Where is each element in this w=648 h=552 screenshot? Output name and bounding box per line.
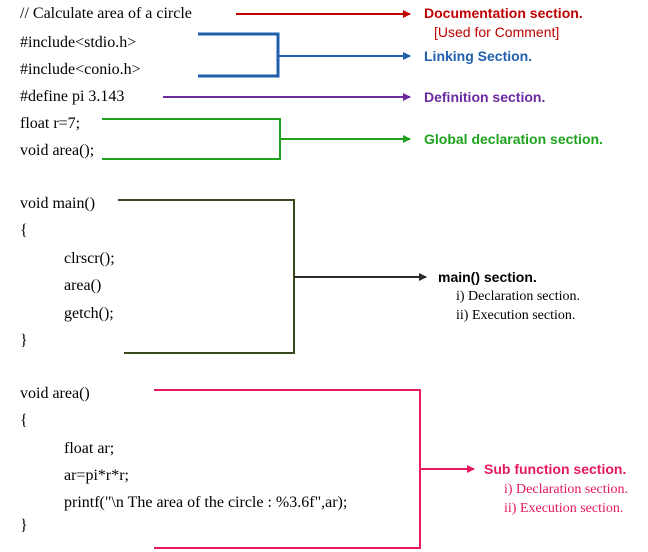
label-subfunction-declaration: i) Declaration section.: [504, 482, 629, 497]
code-main-area-call: area(): [64, 277, 102, 294]
label-documentation: Documentation section.: [424, 5, 583, 21]
code-area-printf: printf("\n The area of the circle : %3.6…: [64, 494, 348, 511]
code-main-close-brace: }: [20, 332, 28, 349]
label-documentation-note: [Used for Comment]: [434, 24, 560, 40]
code-main-open-brace: {: [20, 222, 28, 239]
code-area-signature: void area(): [20, 385, 90, 402]
code-global-var: float r=7;: [20, 115, 81, 132]
code-include-stdio: #include<stdio.h>: [20, 34, 137, 51]
label-main-declaration: i) Declaration section.: [456, 289, 581, 304]
label-definition: Definition section.: [424, 89, 546, 105]
code-area-declare: float ar;: [64, 440, 115, 457]
global-bracket: [102, 118, 411, 160]
linking-bracket: [198, 32, 411, 78]
label-subfunction: Sub function section.: [484, 461, 627, 477]
label-subfunction-execution: ii) Execution section.: [504, 501, 624, 516]
label-main-execution: ii) Execution section.: [456, 308, 576, 323]
code-area-open-brace: {: [20, 412, 28, 429]
label-global: Global declaration section.: [424, 131, 603, 147]
main-bracket: [118, 199, 427, 354]
code-main-getch: getch();: [64, 305, 114, 322]
code-include-conio: #include<conio.h>: [20, 61, 141, 78]
label-linking: Linking Section.: [424, 48, 533, 64]
code-area-close-brace: }: [20, 517, 28, 534]
code-area-compute: ar=pi*r*r;: [64, 467, 129, 484]
label-main: main() section.: [438, 269, 537, 285]
code-main-signature: void main(): [20, 195, 96, 212]
subfunction-bracket: [154, 389, 475, 549]
code-prototype: void area();: [20, 142, 95, 159]
code-main-clrscr: clrscr();: [64, 250, 115, 267]
code-define: #define pi 3.143: [20, 88, 125, 105]
code-comment: // Calculate area of a circle: [20, 5, 192, 22]
